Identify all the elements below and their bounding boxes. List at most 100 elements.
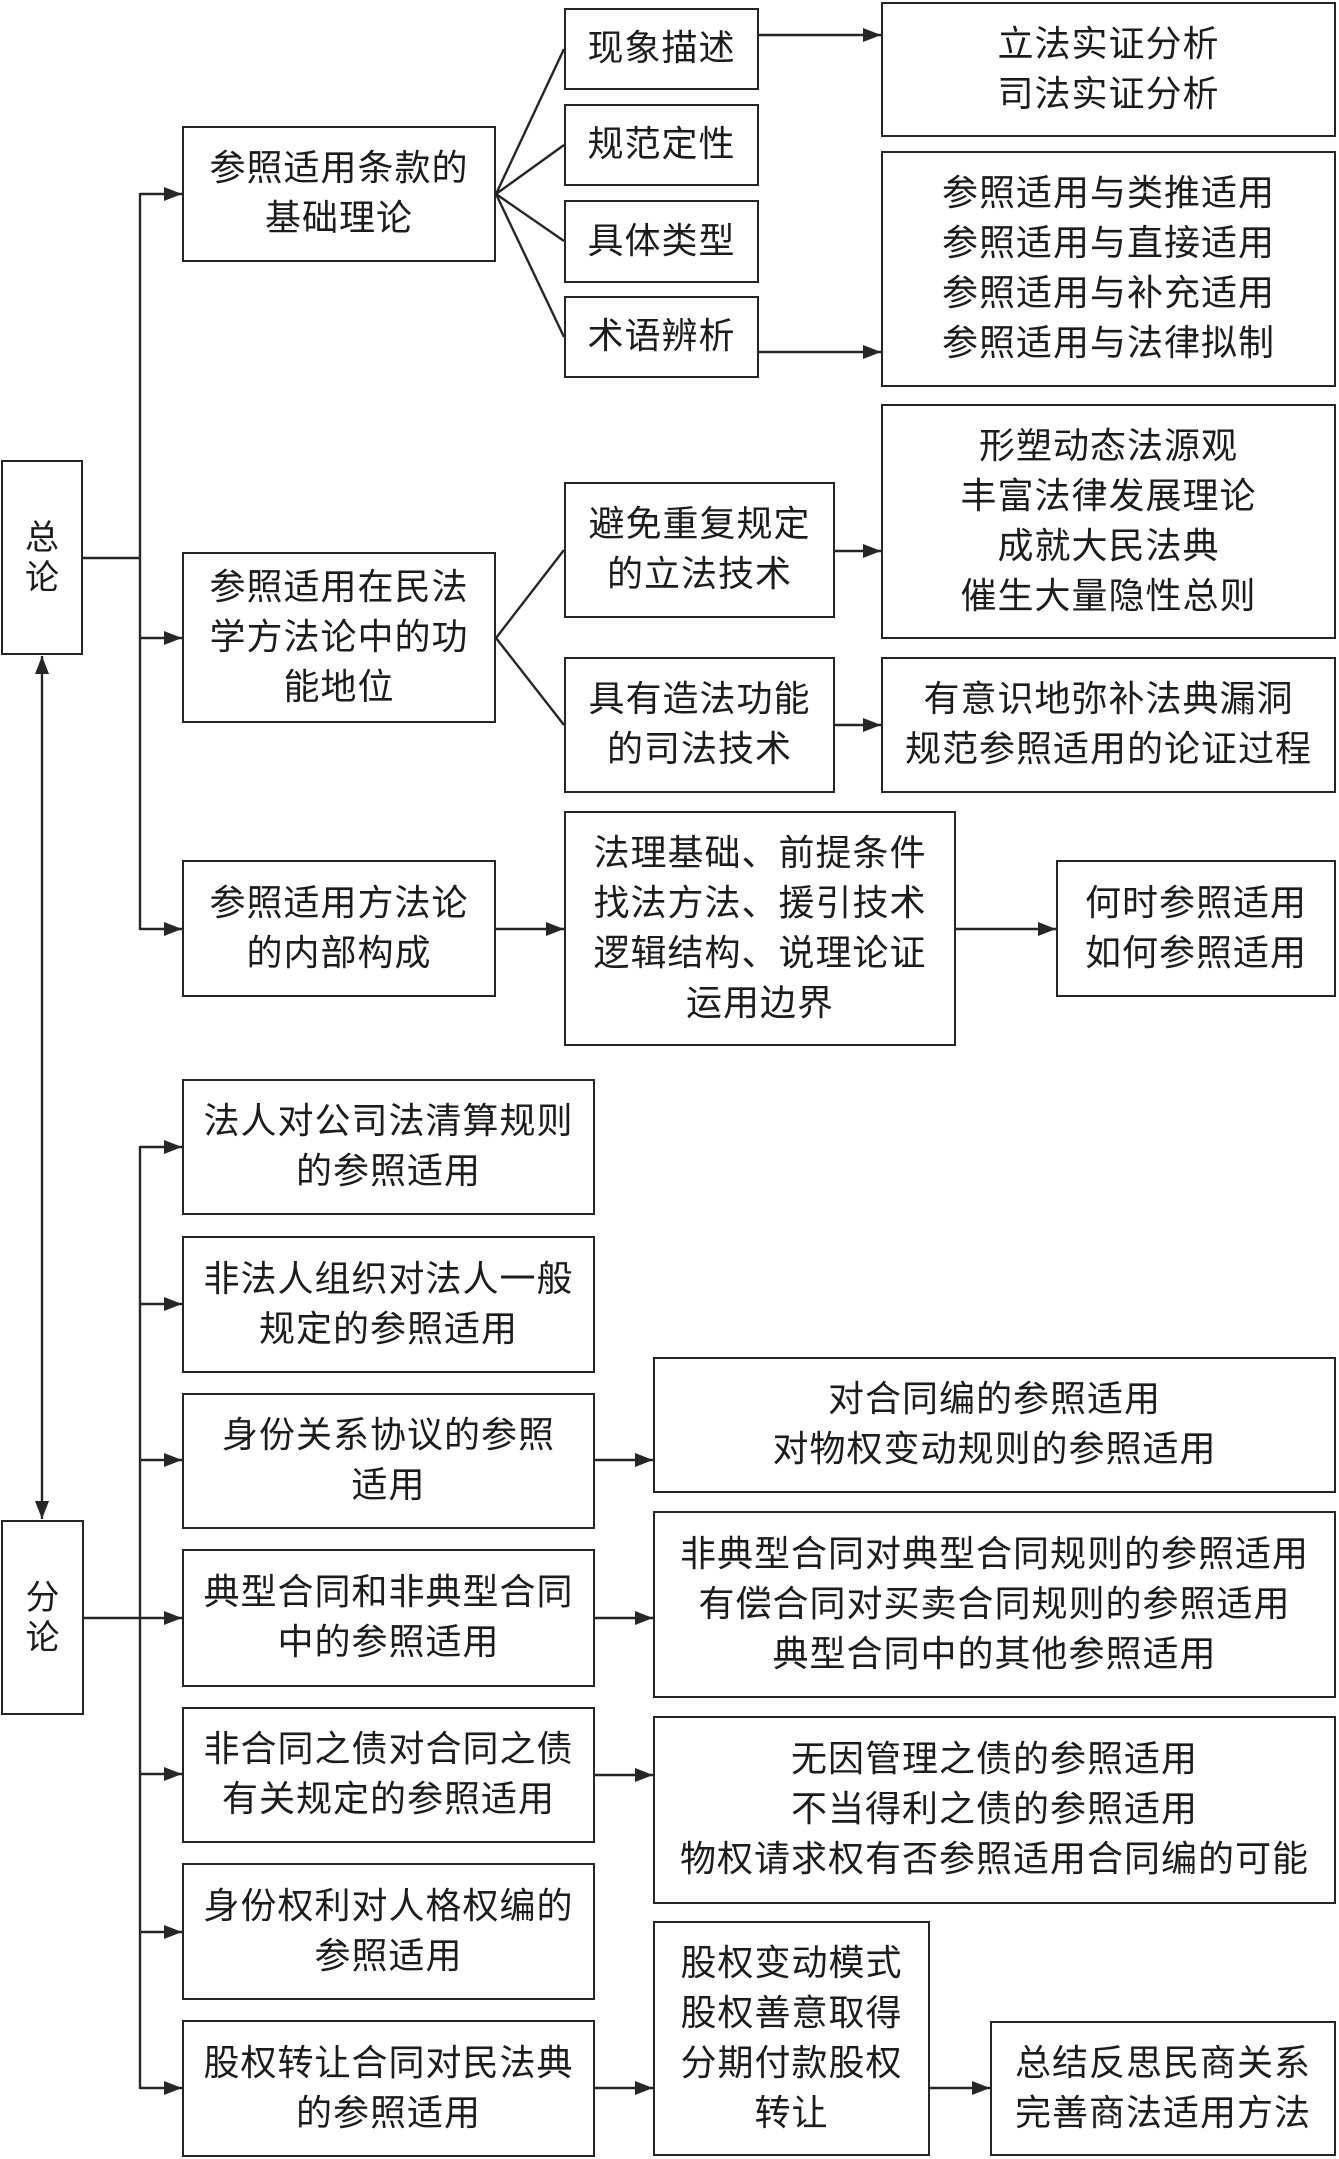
node-label: 的立法技术: [606, 554, 792, 595]
node-label: 典型合同和非典型合同: [203, 1572, 574, 1613]
node-label: 对物权变动规则的参照适用: [772, 1429, 1217, 1470]
components-box: 法理基础、前提条件 找法方法、援引技术 逻辑结构、说理论证 运用边界: [564, 811, 956, 1046]
fan-line-legislative-technique: [495, 549, 565, 639]
node-label: 非法人组织对法人一般: [203, 1258, 574, 1300]
node-label: 非合同之债对合同之债: [203, 1729, 574, 1770]
node-label: 规范定性: [587, 124, 736, 165]
node-label: 运用边界: [685, 982, 834, 1024]
node-label: 无因管理之债的参照适用: [790, 1739, 1198, 1780]
types-box: 具体类型: [564, 200, 759, 283]
node-label: 有意识地弥补法典漏洞: [923, 679, 1294, 720]
node-label: 股权转让合同对民法典: [203, 2042, 574, 2084]
equity-transfer-conclusion-box: 总结反思民商关系 完善商法适用方法: [990, 2021, 1336, 2156]
judicial-effects-box: 有意识地弥补法典漏洞 规范参照适用的论证过程: [881, 657, 1336, 793]
node-label: 立法实证分析: [997, 23, 1220, 65]
node-label: 找法方法、援引技术: [593, 882, 927, 924]
node-label: 参照适用与直接适用: [941, 223, 1275, 264]
node-label: 参照适用: [314, 1935, 463, 1977]
term-pairs-box: 参照适用与类推适用 参照适用与直接适用 参照适用与补充适用 参照适用与法律拟制: [881, 151, 1336, 387]
node-label: 逻辑结构、说理论证: [593, 932, 927, 974]
node-label: 规定的参照适用: [258, 1308, 518, 1350]
node-label: 形塑动态法源观: [978, 425, 1238, 467]
node-label: 分期付款股权: [680, 2042, 903, 2084]
node-label: 对合同编的参照适用: [827, 1379, 1161, 1420]
node-label: 总结反思民商关系: [1014, 2042, 1311, 2084]
node-label: 物权请求权有否参照适用合同编的可能: [679, 1839, 1309, 1880]
equity-transfer-detail-box: 股权变动模式 股权善意取得 分期付款股权 转让: [653, 1921, 930, 2156]
node-label: 的参照适用: [295, 2092, 481, 2134]
node-label: 典型合同中的其他参照适用: [772, 1633, 1217, 1675]
node-label: 非典型合同对典型合同规则的参照适用: [679, 1533, 1309, 1575]
function-status-box: 参照适用在民法 学方法论中的功 能地位: [182, 552, 496, 723]
node-label: 参照适用与补充适用: [941, 273, 1275, 314]
node-label: 基础理论: [264, 198, 413, 239]
node-label: 参照适用与类推适用: [941, 173, 1275, 214]
node-label: 催生大量隐性总则: [960, 575, 1257, 617]
fan-line-phenomenon: [494, 48, 566, 195]
basic-theory-box: 参照适用条款的 基础理论: [182, 126, 496, 262]
node-label: 的内部构成: [246, 932, 432, 974]
node-label: 避免重复规定: [588, 504, 811, 545]
node-label: 转让: [754, 2092, 829, 2134]
node-label: 丰富法律发展理论: [960, 475, 1257, 517]
status-rights-box: 身份权利对人格权编的 参照适用: [182, 1863, 595, 2000]
node-label: 身份权利对人格权编的: [203, 1885, 574, 1927]
specific-part-box: 分 论: [1, 1520, 84, 1715]
node-label: 的司法技术: [606, 729, 792, 770]
internal-structure-box: 参照适用方法论 的内部构成: [182, 860, 496, 997]
non-contract-debts-box: 非合同之债对合同之债 有关规定的参照适用: [182, 1707, 595, 1843]
normative-box: 规范定性: [564, 104, 759, 186]
node-label: 参照适用与法律拟制: [941, 323, 1275, 364]
node-label: 规范参照适用的论证过程: [904, 729, 1312, 770]
terms-box: 术语辨析: [564, 296, 759, 378]
legal-person-box: 法人对公司法清算规则 的参照适用: [182, 1079, 595, 1215]
empirical-analysis-box: 立法实证分析 司法实证分析: [881, 2, 1336, 137]
node-label: 现象描述: [587, 28, 736, 69]
fan-line-normative: [495, 144, 565, 195]
node-label: 有偿合同对买卖合同规则的参照适用: [698, 1583, 1291, 1625]
node-label: 具体类型: [587, 220, 736, 262]
node-label: 有关规定的参照适用: [221, 1779, 555, 1820]
status-agreement-detail-box: 对合同编的参照适用 对物权变动规则的参照适用: [653, 1357, 1336, 1493]
node-label: 总: [25, 517, 59, 558]
unincorporated-org-box: 非法人组织对法人一般 规定的参照适用: [182, 1236, 595, 1373]
node-label: 何时参照适用: [1084, 882, 1307, 924]
node-label: 法人对公司法清算规则: [203, 1101, 574, 1142]
node-label: 的参照适用: [295, 1151, 481, 1192]
fan-line-judicial-technique: [495, 637, 565, 726]
node-label: 不当得利之债的参照适用: [790, 1789, 1198, 1830]
node-label: 能地位: [283, 666, 395, 708]
node-label: 参照适用方法论: [209, 882, 469, 924]
legislative-effects-box: 形塑动态法源观 丰富法律发展理论 成就大民法典 催生大量隐性总则: [881, 404, 1336, 639]
node-label: 论: [25, 557, 59, 598]
node-label: 中的参照适用: [277, 1622, 500, 1663]
node-label: 参照适用在民法: [209, 566, 469, 608]
node-label: 司法实证分析: [997, 73, 1220, 115]
node-label: 身份关系协议的参照: [221, 1415, 555, 1456]
judicial-technique-box: 具有造法功能 的司法技术: [564, 657, 835, 793]
node-label: 成就大民法典: [997, 525, 1220, 567]
node-label: 股权善意取得: [680, 1992, 903, 2034]
node-label: 论: [25, 1617, 60, 1658]
node-label: 股权变动模式: [680, 1942, 903, 1984]
typical-contracts-box: 典型合同和非典型合同 中的参照适用: [182, 1549, 595, 1687]
general-part-box: 总 论: [1, 460, 83, 655]
node-label: 如何参照适用: [1084, 932, 1307, 974]
typical-contracts-detail-box: 非典型合同对典型合同规则的参照适用 有偿合同对买卖合同规则的参照适用 典型合同中…: [653, 1511, 1336, 1698]
node-label: 具有造法功能: [588, 679, 811, 720]
legislative-technique-box: 避免重复规定 的立法技术: [564, 482, 835, 618]
non-contract-debts-detail-box: 无因管理之债的参照适用 不当得利之债的参照适用 物权请求权有否参照适用合同编的可…: [653, 1716, 1336, 1904]
node-label: 分: [25, 1577, 60, 1618]
node-label: 参照适用条款的: [209, 148, 469, 189]
fan-line-types: [495, 193, 565, 242]
fan-line-terms: [494, 193, 566, 338]
equity-transfer-box: 股权转让合同对民法典 的参照适用: [182, 2020, 595, 2157]
node-label: 适用: [351, 1465, 426, 1506]
status-agreement-box: 身份关系协议的参照 适用: [182, 1393, 595, 1529]
node-label: 法理基础、前提条件: [593, 832, 927, 874]
phenomenon-box: 现象描述: [564, 8, 759, 90]
node-label: 学方法论中的功: [209, 616, 469, 658]
node-label: 术语辨析: [587, 316, 736, 357]
